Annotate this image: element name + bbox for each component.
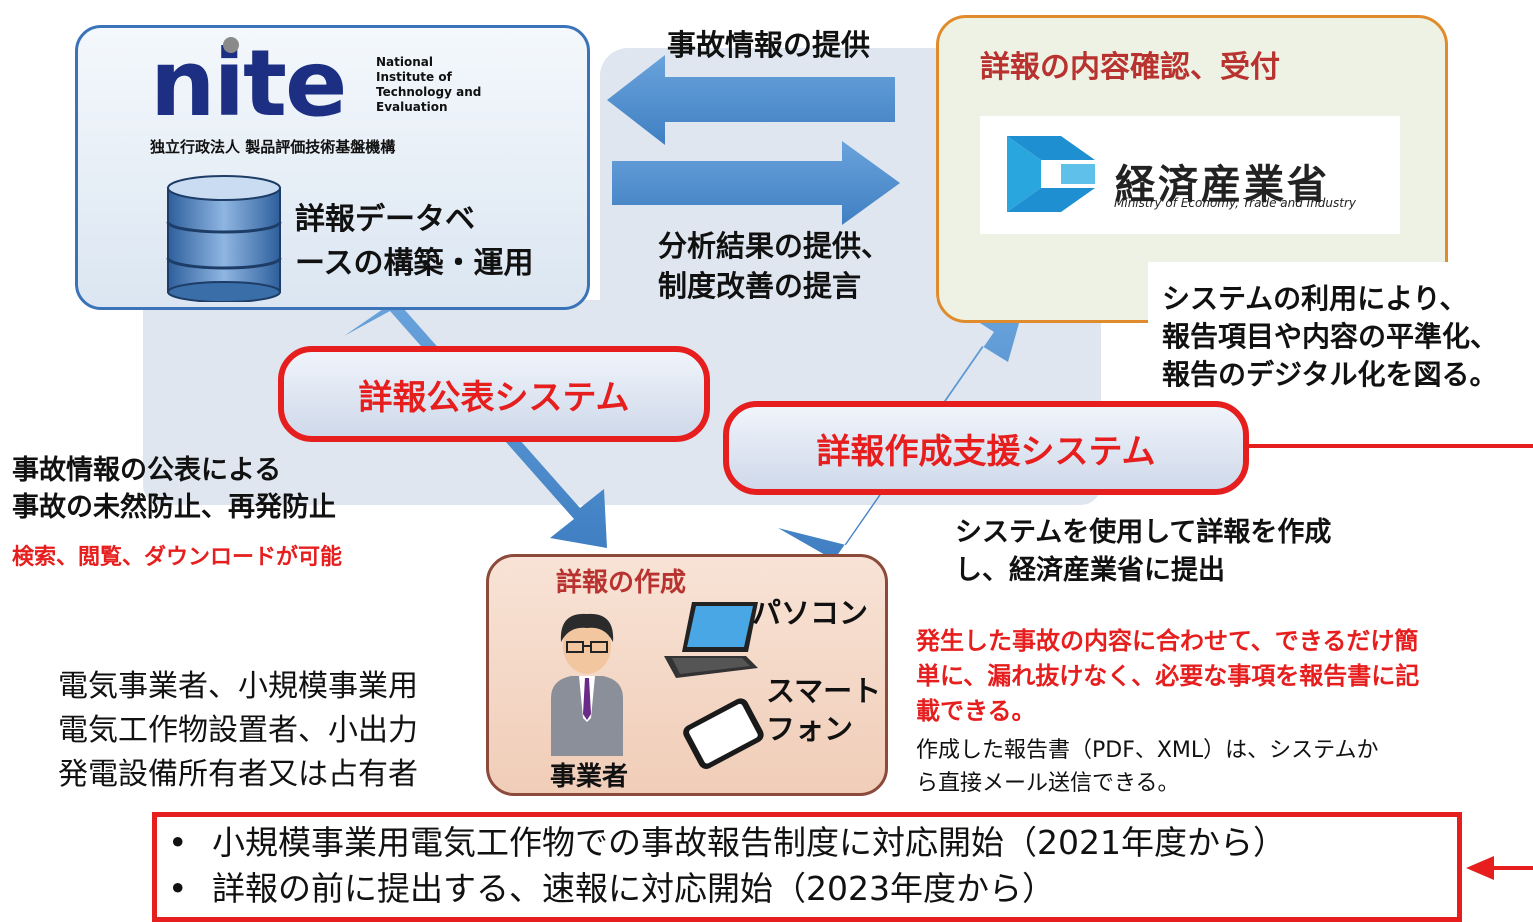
smartphone-label: スマート フォン bbox=[766, 674, 882, 746]
publish-system-label: 詳報公表システム bbox=[278, 346, 710, 442]
nite-english-name: National Institute of Technology and Eva… bbox=[376, 55, 482, 114]
nite-box bbox=[75, 25, 590, 310]
database-icon bbox=[166, 175, 282, 302]
publication-note: 事故情報の公表による 事故の未然防止、再発防止 bbox=[12, 455, 336, 523]
support-scope-item: •詳報の前に提出する、速報に対応開始（2023年度から） bbox=[168, 869, 1055, 908]
arrow-submit-diagonal bbox=[778, 302, 1025, 560]
meti-logo-icon bbox=[1007, 136, 1095, 212]
operators-list: 電気事業者、小規模事業用 電気工作物設置者、小出力 発電設備所有者又は占有者 bbox=[58, 669, 418, 792]
benefit-highlight: 発生した事故の内容に合わせて、できるだけ簡 単に、漏れ抜けなく、必要な事項を報告… bbox=[916, 627, 1420, 725]
accident-info-label: 事故情報の提供 bbox=[667, 28, 871, 62]
database-label: 詳報データベ ースの構築・運用 bbox=[295, 202, 534, 281]
report-creation-title: 詳報の作成 bbox=[556, 568, 687, 598]
support-scope-item: •小規模事業用電気工作物での事故報告制度に対応開始（2021年度から） bbox=[168, 823, 1286, 862]
benefit-detail: 作成した報告書（PDF、XML）は、システムか ら直接メール送信できる。 bbox=[916, 738, 1379, 796]
meti-logo-english: Ministry of Economy, Trade and Industry bbox=[1114, 196, 1357, 210]
smartphone-icon bbox=[683, 698, 764, 769]
meti-logo-panel bbox=[980, 116, 1400, 234]
publication-capabilities: 検索、閲覧、ダウンロードが可能 bbox=[12, 545, 343, 570]
meti-logo-name: 経済産業省 bbox=[1115, 162, 1330, 208]
meti-title: 詳報の内容確認、受付 bbox=[980, 50, 1280, 85]
analysis-label: 分析結果の提供、 制度改善の提言 bbox=[658, 229, 891, 303]
pc-label: パソコン bbox=[752, 596, 869, 630]
arrow-accident-info bbox=[607, 55, 895, 145]
connector-arrowhead bbox=[1466, 856, 1494, 880]
arrow-analysis bbox=[612, 141, 900, 225]
nite-logo: nite bbox=[150, 30, 347, 137]
support-scope-list: •小規模事業用電気工作物での事故報告制度に対応開始（2021年度から） •詳報の… bbox=[168, 820, 1286, 912]
support-scope-box bbox=[152, 812, 1462, 922]
arrow-publish-diagonal bbox=[344, 300, 607, 548]
nite-org-name: 独立行政法人 製品評価技術基盤機構 bbox=[150, 138, 396, 156]
standardization-note: システムの利用により、 報告項目や内容の平準化、 報告のデジタル化を図る。 bbox=[1148, 262, 1533, 391]
create-support-system-label: 詳報作成支援システム bbox=[723, 401, 1249, 495]
operator-label: 事業者 bbox=[550, 762, 629, 792]
submit-note: システムを使用して詳報を作成 し、経済産業省に提出 bbox=[955, 517, 1332, 586]
nite-logo-dot bbox=[223, 37, 239, 53]
laptop-icon bbox=[664, 602, 758, 678]
operator-person-icon bbox=[551, 613, 623, 756]
